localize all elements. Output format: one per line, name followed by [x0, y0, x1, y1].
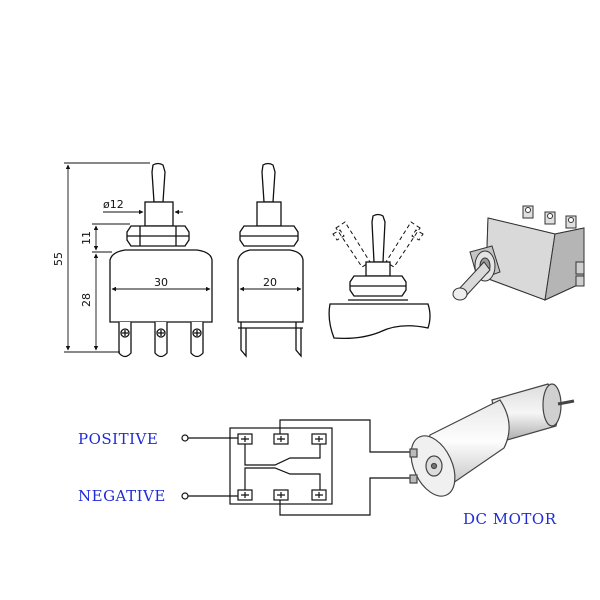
dimension-height-total: 55 — [52, 252, 65, 266]
wiring-diagram — [181, 419, 412, 516]
switch-isometric-view — [452, 205, 585, 301]
dimension-width-front: 30 — [154, 276, 168, 289]
positive-label: POSITIVE — [78, 430, 158, 448]
dimension-height-upper: 11 — [80, 231, 93, 245]
switch-terminals — [237, 433, 327, 501]
negative-label: NEGATIVE — [78, 487, 166, 505]
positive-terminal — [181, 434, 189, 442]
side-view-drawing — [237, 162, 304, 358]
dimension-width-side: 20 — [263, 276, 277, 289]
toggle-motion-view — [328, 213, 431, 340]
switch-terminal-block — [229, 427, 333, 505]
dc-motor — [409, 383, 575, 497]
negative-terminal — [181, 492, 189, 500]
dc-motor-label: DC MOTOR — [463, 510, 557, 528]
dimension-diameter: ø12 — [103, 198, 124, 211]
front-view-drawing — [109, 162, 213, 358]
dimension-height-body: 28 — [80, 293, 93, 307]
front-view-dimensions — [64, 162, 211, 353]
